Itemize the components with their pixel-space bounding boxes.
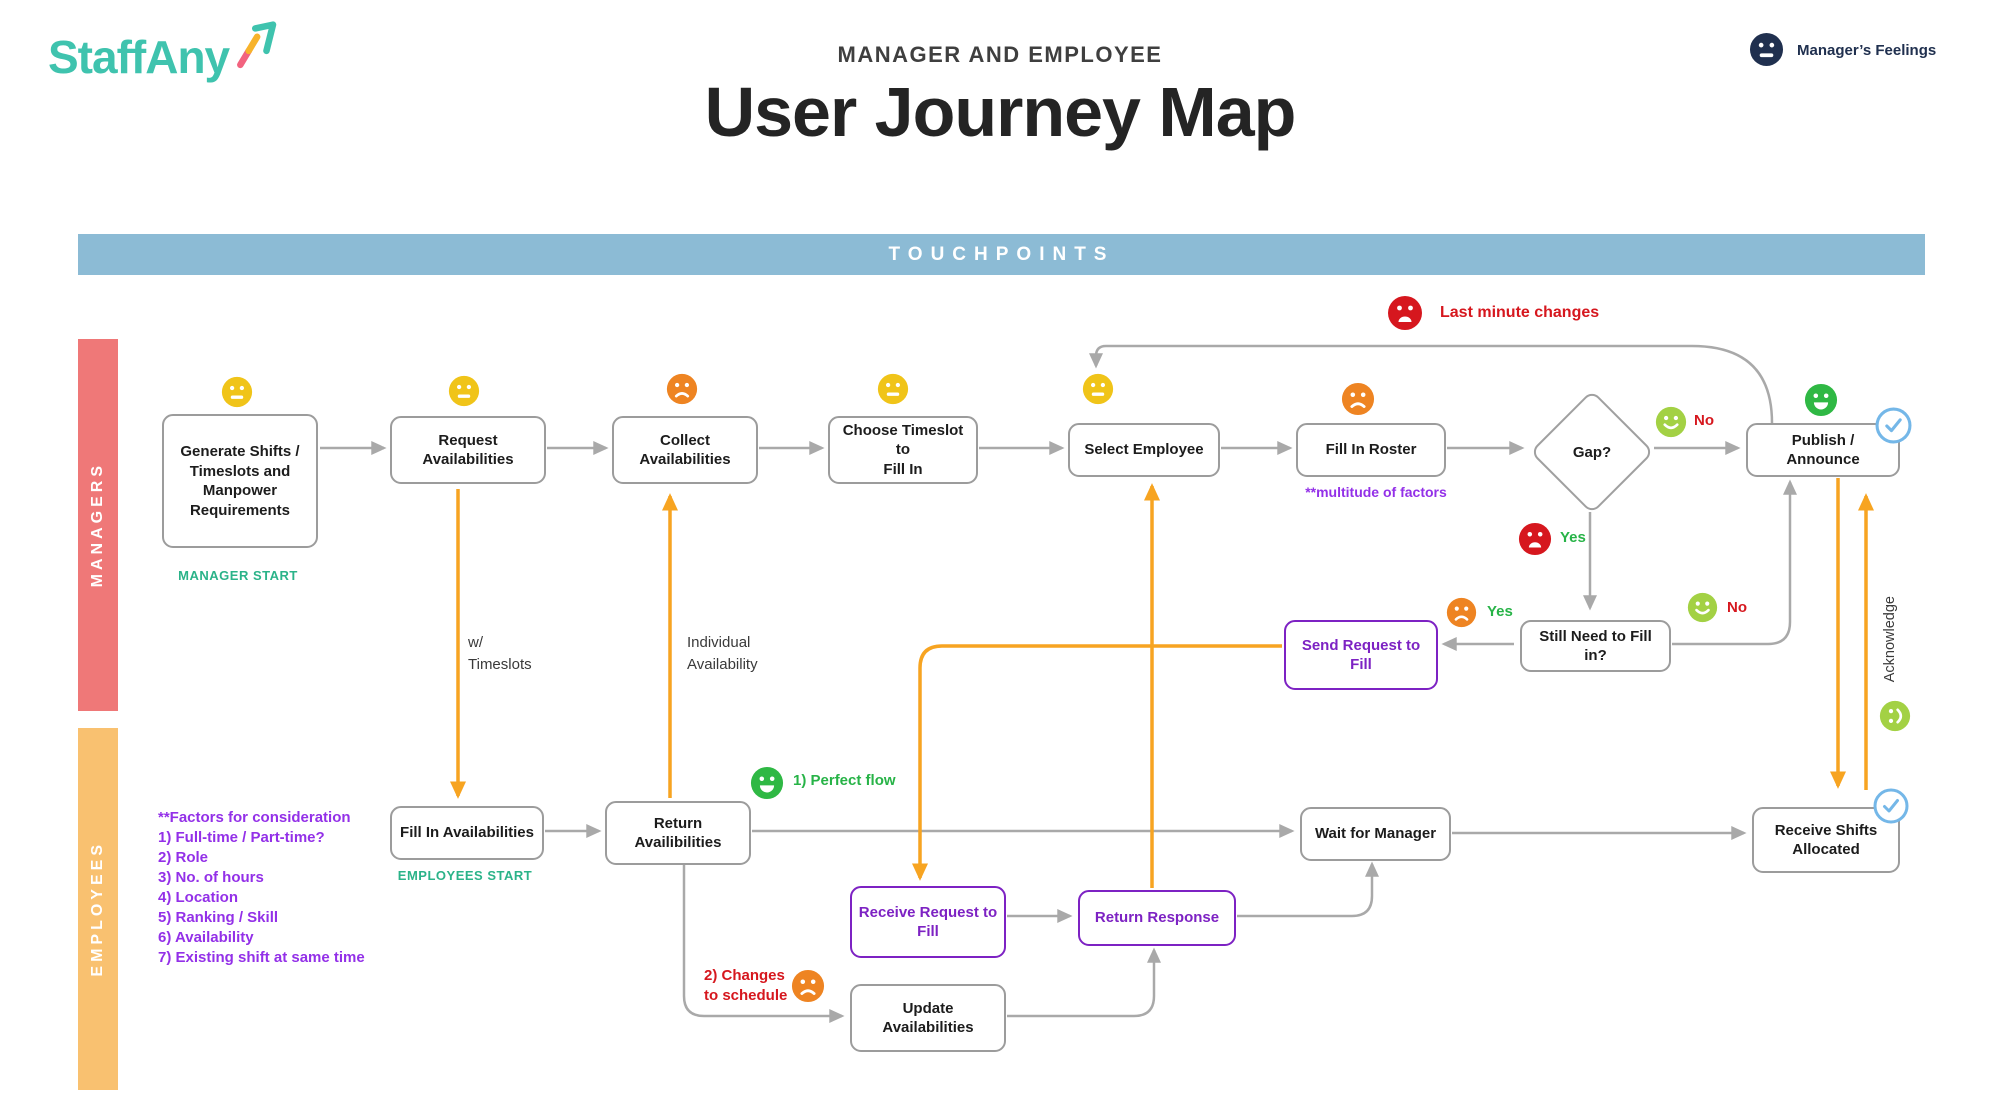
staffany-arrow-icon bbox=[237, 21, 277, 69]
node-update-availabilities: Update Availabilities bbox=[850, 984, 1006, 1052]
factors-for-consideration-note: **Factors for consideration 1) Full-time… bbox=[158, 809, 365, 966]
node-receive-shifts-allocated-label: Receive Shifts Allocated bbox=[1774, 821, 1878, 859]
still-need-no-label: No bbox=[1727, 599, 1747, 616]
arrow-sendrequest-to-receiverequest-orange bbox=[912, 644, 1282, 881]
node-choose-timeslot: Choose Timeslot to Fill In bbox=[828, 416, 978, 484]
page-title: User Journey Map bbox=[704, 73, 1297, 151]
still-need-yes-label: Yes bbox=[1487, 603, 1513, 620]
node-receive-request-to-fill-label: Receive Request to Fill bbox=[858, 903, 998, 941]
staffany-logo: StaffAny bbox=[48, 21, 287, 83]
manager-start-label: MANAGER START bbox=[178, 568, 298, 583]
subtitle: MANAGER AND EMPLOYEE bbox=[837, 42, 1163, 67]
node-gap-decision-label: Gap? bbox=[1572, 443, 1612, 461]
node-receive-shifts-allocated: Receive Shifts Allocated bbox=[1752, 807, 1900, 873]
last-minute-changes-note: Last minute changes bbox=[1440, 304, 1600, 321]
sad-emoji bbox=[1341, 382, 1375, 416]
node-select-employee-label: Select Employee bbox=[1084, 441, 1204, 459]
received-check-icon bbox=[1873, 788, 1909, 824]
node-publish-announce: Publish / Announce bbox=[1746, 423, 1900, 477]
changes-to-schedule-note: 2) Changes to schedule bbox=[704, 967, 788, 1005]
node-wait-for-manager-label: Wait for Manager bbox=[1314, 825, 1437, 843]
individual-availability-note: Individual Availability bbox=[687, 634, 758, 673]
arrow-stillneed-no-to-publish bbox=[1672, 479, 1797, 646]
node-return-response: Return Response bbox=[1078, 890, 1236, 946]
node-publish-announce-label: Publish / Announce bbox=[1786, 431, 1860, 469]
arrow-returnresponse-to-waitmanager bbox=[1237, 861, 1379, 918]
node-request-availabilities: Request Availabilities bbox=[390, 416, 546, 484]
node-fill-in-roster: Fill In Roster bbox=[1296, 423, 1446, 477]
pleased-emoji bbox=[1687, 592, 1718, 623]
node-wait-for-manager: Wait for Manager bbox=[1300, 807, 1451, 861]
published-check-icon bbox=[1875, 407, 1912, 444]
pleased-sideways-emoji bbox=[1879, 700, 1911, 732]
node-select-employee: Select Employee bbox=[1068, 423, 1220, 477]
employees-lane-rail: EMPLOYEES bbox=[78, 728, 118, 1090]
node-send-request-to-fill: Send Request to Fill bbox=[1284, 620, 1438, 690]
node-generate-shifts-label: Generate Shifts / Timeslots and Manpower… bbox=[180, 443, 300, 519]
node-fill-in-availabilities-label: Fill In Availabilities bbox=[400, 824, 534, 842]
neutral-emoji bbox=[221, 376, 253, 408]
happy-emoji bbox=[750, 766, 784, 800]
node-update-availabilities-label: Update Availabilities bbox=[882, 999, 974, 1037]
neutral-emoji bbox=[1082, 373, 1114, 405]
sad-emoji bbox=[1446, 597, 1477, 628]
node-choose-timeslot-label: Choose Timeslot to Fill In bbox=[842, 421, 964, 478]
arrow-lastminute-loop bbox=[1089, 344, 1774, 424]
node-receive-request-to-fill: Receive Request to Fill bbox=[850, 886, 1006, 958]
node-collect-availabilities-label: Collect Availabilities bbox=[639, 431, 731, 469]
gap-no-label: No bbox=[1694, 412, 1714, 429]
arrow-updateavail-to-returnresponse bbox=[1007, 947, 1161, 1018]
sad-emoji bbox=[666, 373, 698, 405]
touchpoints-banner: TOUCHPOINTS bbox=[78, 234, 1925, 275]
angry-emoji bbox=[1387, 295, 1423, 331]
neutral-face-legend-icon bbox=[1749, 32, 1784, 67]
node-return-availibilities-label: Return Availibilities bbox=[634, 814, 722, 852]
legend-label: Manager’s Feelings bbox=[1797, 42, 1937, 59]
node-fill-in-roster-label: Fill In Roster bbox=[1325, 441, 1417, 459]
node-fill-in-availabilities: Fill In Availabilities bbox=[390, 806, 544, 860]
managers-lane-rail: MANAGERS bbox=[78, 339, 118, 711]
node-still-need-to-fill-label: Still Need to Fill in? bbox=[1539, 627, 1652, 665]
with-timeslots-note: w/ Timeslots bbox=[468, 634, 532, 673]
multitude-of-factors-note: **multitude of factors bbox=[1305, 484, 1447, 500]
sad-emoji bbox=[791, 969, 825, 1003]
happy-emoji bbox=[1804, 383, 1838, 417]
neutral-emoji bbox=[877, 373, 909, 405]
node-return-availibilities: Return Availibilities bbox=[605, 801, 751, 865]
node-request-availabilities-label: Request Availabilities bbox=[422, 431, 514, 469]
perfect-flow-note: 1) Perfect flow bbox=[793, 772, 896, 789]
node-send-request-to-fill-label: Send Request to Fill bbox=[1301, 636, 1421, 674]
angry-emoji bbox=[1518, 522, 1552, 556]
node-generate-shifts: Generate Shifts / Timeslots and Manpower… bbox=[162, 414, 318, 548]
node-collect-availabilities: Collect Availabilities bbox=[612, 416, 758, 484]
neutral-emoji bbox=[448, 375, 480, 407]
gap-yes-label: Yes bbox=[1560, 529, 1586, 546]
node-return-response-label: Return Response bbox=[1094, 909, 1220, 927]
employees-start-label: EMPLOYEES START bbox=[397, 868, 533, 883]
acknowledge-note: Acknowledge bbox=[1882, 596, 1898, 683]
staffany-logo-text: StaffAny bbox=[48, 31, 230, 83]
arrow-returnavail-to-updateavail bbox=[682, 861, 845, 1023]
pleased-emoji bbox=[1655, 406, 1687, 438]
node-still-need-to-fill: Still Need to Fill in? bbox=[1520, 620, 1671, 672]
